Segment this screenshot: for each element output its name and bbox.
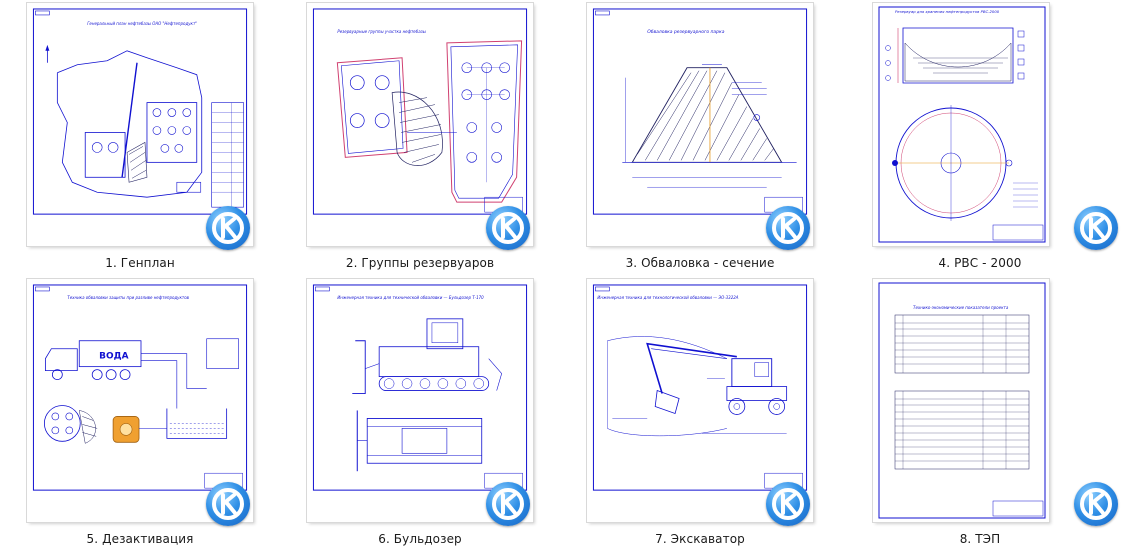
- k-logo-icon: [1074, 206, 1118, 250]
- k-logo-icon: [766, 206, 810, 250]
- sheet-title: Инженерная техника для технической обвал…: [337, 295, 484, 300]
- k-logo-icon: [206, 206, 250, 250]
- thumbnail-image[interactable]: Генеральный план нефтебазы ОАО "Нефтепро…: [27, 3, 253, 246]
- thumbnail-item-genplan[interactable]: Генеральный план нефтебазы ОАО "Нефтепро…: [0, 0, 280, 276]
- drawing-embankment-section: Обваловка резервуарного парка: [592, 8, 808, 215]
- sheet-title: Генеральный план нефтебазы ОАО "Нефтепро…: [87, 21, 197, 26]
- k-logo-icon: [486, 206, 530, 250]
- thumbnail-caption: 8. ТЭП: [959, 532, 1001, 546]
- thumbnail-item-tep[interactable]: Технико-экономические показатели проекта: [840, 276, 1120, 552]
- k-logo-icon: [766, 482, 810, 526]
- k-logo-icon: [486, 482, 530, 526]
- sheet-title: Резервуар для хранения нефтепродуктов РВ…: [895, 9, 1000, 14]
- thumbnail-caption: 7. Экскаватор: [655, 532, 745, 546]
- thumbnail-caption: 6. Бульдозер: [378, 532, 462, 546]
- k-logo-icon: [1074, 482, 1118, 526]
- thumbnail-image[interactable]: Технико-экономические показатели проекта: [873, 279, 1049, 522]
- thumbnail-item-reservoir-groups[interactable]: Резервуарные группы участка нефтебазы: [280, 0, 560, 276]
- thumbnail-item-embankment-section[interactable]: Обваловка резервуарного парка: [560, 0, 840, 276]
- sheet-title: Резервуарные группы участка нефтебазы: [337, 29, 426, 34]
- drawing-excavator: Инженерная техника для технологической о…: [592, 284, 808, 491]
- thumbnail-image[interactable]: Резервуарные группы участка нефтебазы: [307, 3, 533, 246]
- thumbnail-caption: 4. РВС - 2000: [938, 256, 1022, 270]
- thumbnail-caption: 2. Группы резервуаров: [345, 256, 495, 270]
- thumbnail-image[interactable]: Техника обваловки защиты при разливе неф…: [27, 279, 253, 522]
- thumbnail-image[interactable]: Обваловка резервуарного парка: [587, 3, 813, 246]
- thumbnail-caption: 5. Дезактивация: [86, 532, 194, 546]
- k-logo-icon: [206, 482, 250, 526]
- sheet-title: Обваловка резервуарного парка: [647, 29, 724, 35]
- thumbnail-item-bulldozer[interactable]: Инженерная техника для технической обвал…: [280, 276, 560, 552]
- thumbnail-item-decontamination[interactable]: Техника обваловки защиты при разливе неф…: [0, 276, 280, 552]
- sheet-title: Техника обваловки защиты при разливе неф…: [67, 295, 189, 300]
- drawing-genplan: Генеральный план нефтебазы ОАО "Нефтепро…: [32, 8, 248, 215]
- thumbnail-item-rvs-2000[interactable]: Резервуар для хранения нефтепродуктов РВ…: [840, 0, 1120, 276]
- drawing-bulldozer: Инженерная техника для технической обвал…: [312, 284, 528, 491]
- sheet-title: Инженерная техника для технологической о…: [597, 295, 738, 300]
- drawing-decontamination: Техника обваловки защиты при разливе неф…: [32, 284, 248, 491]
- thumbnail-image[interactable]: Инженерная техника для технологической о…: [587, 279, 813, 522]
- sheet-title: Технико-экономические показатели проекта: [913, 305, 1009, 310]
- truck-label: ВОДА: [99, 352, 128, 362]
- drawing-rvs-2000: Резервуар для хранения нефтепродуктов РВ…: [878, 6, 1046, 243]
- thumbnail-image[interactable]: Инженерная техника для технической обвал…: [307, 279, 533, 522]
- thumbnail-caption: 3. Обваловка - сечение: [625, 256, 775, 270]
- drawing-tep: Технико-экономические показатели проекта: [878, 282, 1046, 519]
- drawing-reservoir-groups: Резервуарные группы участка нефтебазы: [312, 8, 528, 215]
- thumbnail-image[interactable]: Резервуар для хранения нефтепродуктов РВ…: [873, 3, 1049, 246]
- thumbnail-item-excavator[interactable]: Инженерная техника для технологической о…: [560, 276, 840, 552]
- thumbnail-caption: 1. Генплан: [105, 256, 175, 270]
